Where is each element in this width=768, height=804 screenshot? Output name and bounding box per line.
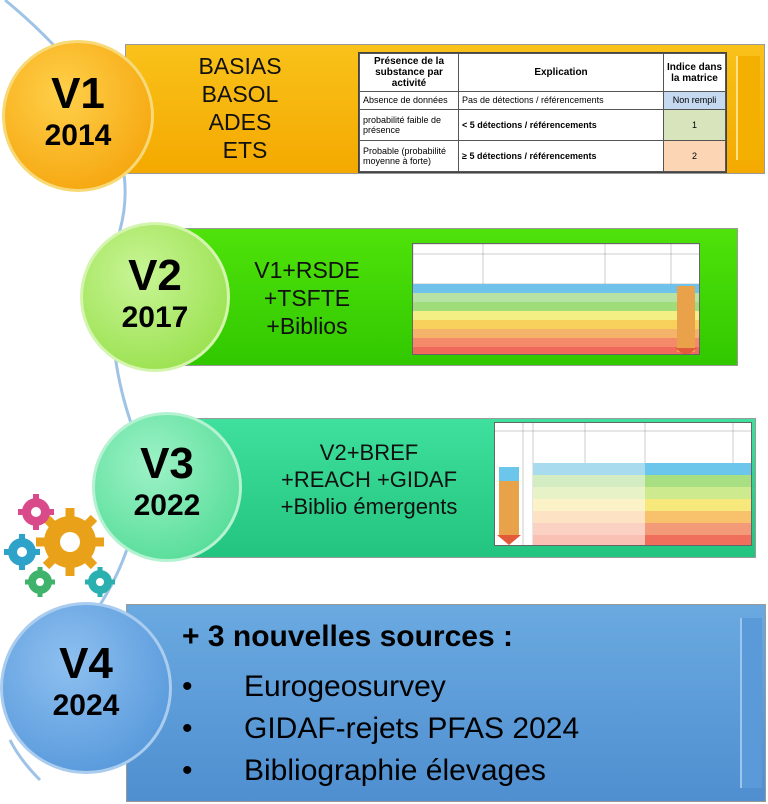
v3-circle: V3 2022 <box>92 412 242 562</box>
v4-heading: + 3 nouvelles sources : <box>182 620 513 653</box>
v4-version: V4 <box>59 639 113 688</box>
v1-source-item: ETS <box>222 137 268 164</box>
table-cell-explication: < 5 détections / référencements <box>458 108 664 141</box>
v1-version: V1 <box>51 69 105 118</box>
gears-icon <box>4 494 115 597</box>
v4-band-tab <box>740 618 762 788</box>
v4-circle: V4 2024 <box>0 602 172 774</box>
v4-bullet-list: •Eurogeosurvey •GIDAF-rejets PFAS 2024 •… <box>182 666 579 792</box>
table-cell-presence: Absence de données <box>359 91 459 110</box>
v2-source-item: +Biblios <box>266 313 348 340</box>
v2-source-item: +TSFTE <box>263 285 351 312</box>
table-cell-explication: Pas de détections / référencements <box>458 91 664 110</box>
v4-year: 2024 <box>52 689 120 722</box>
v4-band <box>126 604 766 802</box>
v1-source-item: BASIAS <box>198 53 282 79</box>
v4-bullet-text: Bibliographie élevages <box>244 754 546 787</box>
table-row: Probable (probabilité moyenne à forte) ≥… <box>359 139 726 172</box>
v3-sources: V2+BREF +REACH +GIDAF +Biblio émergents <box>244 440 494 520</box>
v1-sources: BASIAS BASOL ADES ETS <box>175 52 305 164</box>
table-header-explication: Explication <box>458 53 664 92</box>
v2-version: V2 <box>128 251 182 300</box>
v4-bullet-text: GIDAF-rejets PFAS 2024 <box>244 712 580 745</box>
table-header-presence: Présence de la substance par activité <box>359 53 459 92</box>
v2-source-item: V1+RSDE <box>254 257 360 283</box>
v3-matrix-thumbnail <box>494 422 752 546</box>
table-cell-indice: 1 <box>663 108 726 141</box>
v2-year: 2017 <box>121 301 189 334</box>
v2-circle: V2 2017 <box>80 222 230 372</box>
v3-year: 2022 <box>133 489 201 522</box>
table-header-indice: Indice dans la matrice <box>663 53 726 92</box>
table-row: Absence de données Pas de détections / r… <box>359 91 726 110</box>
table-cell-indice: 2 <box>663 139 726 172</box>
v3-source-item: V2+BREF <box>319 440 419 465</box>
v1-circle: V1 2014 <box>2 40 154 192</box>
v4-bullet-text: Eurogeosurvey <box>244 670 446 703</box>
v1-source-item: ADES <box>208 109 272 136</box>
list-item: •GIDAF-rejets PFAS 2024 <box>182 712 580 745</box>
table-cell-presence: probabilité faible de présence <box>359 108 459 141</box>
v3-version: V3 <box>140 439 194 488</box>
v1-source-item: BASOL <box>201 81 279 108</box>
v3-source-item: +Biblio émergents <box>280 493 458 519</box>
list-item: •Bibliographie élevages <box>182 754 546 787</box>
table-cell-explication: ≥ 5 détections / référencements <box>458 139 664 172</box>
table-row: probabilité faible de présence < 5 détec… <box>359 108 726 141</box>
table-cell-indice: Non rempli <box>663 91 726 110</box>
list-item: •Eurogeosurvey <box>182 670 446 703</box>
table-cell-presence: Probable (probabilité moyenne à forte) <box>359 139 459 172</box>
v1-matrix-table: Présence de la substance par activité Ex… <box>358 52 727 173</box>
v2-sources: V1+RSDE +TSFTE +Biblios <box>232 256 382 340</box>
v2-matrix-thumbnail <box>412 243 700 355</box>
v2-matrix-thumbnail-graphic <box>413 244 699 354</box>
v1-band-tab <box>736 56 760 160</box>
v1-year: 2014 <box>44 119 112 152</box>
v3-source-item: +REACH +GIDAF <box>280 466 458 492</box>
v3-matrix-thumbnail-graphic <box>495 423 751 545</box>
